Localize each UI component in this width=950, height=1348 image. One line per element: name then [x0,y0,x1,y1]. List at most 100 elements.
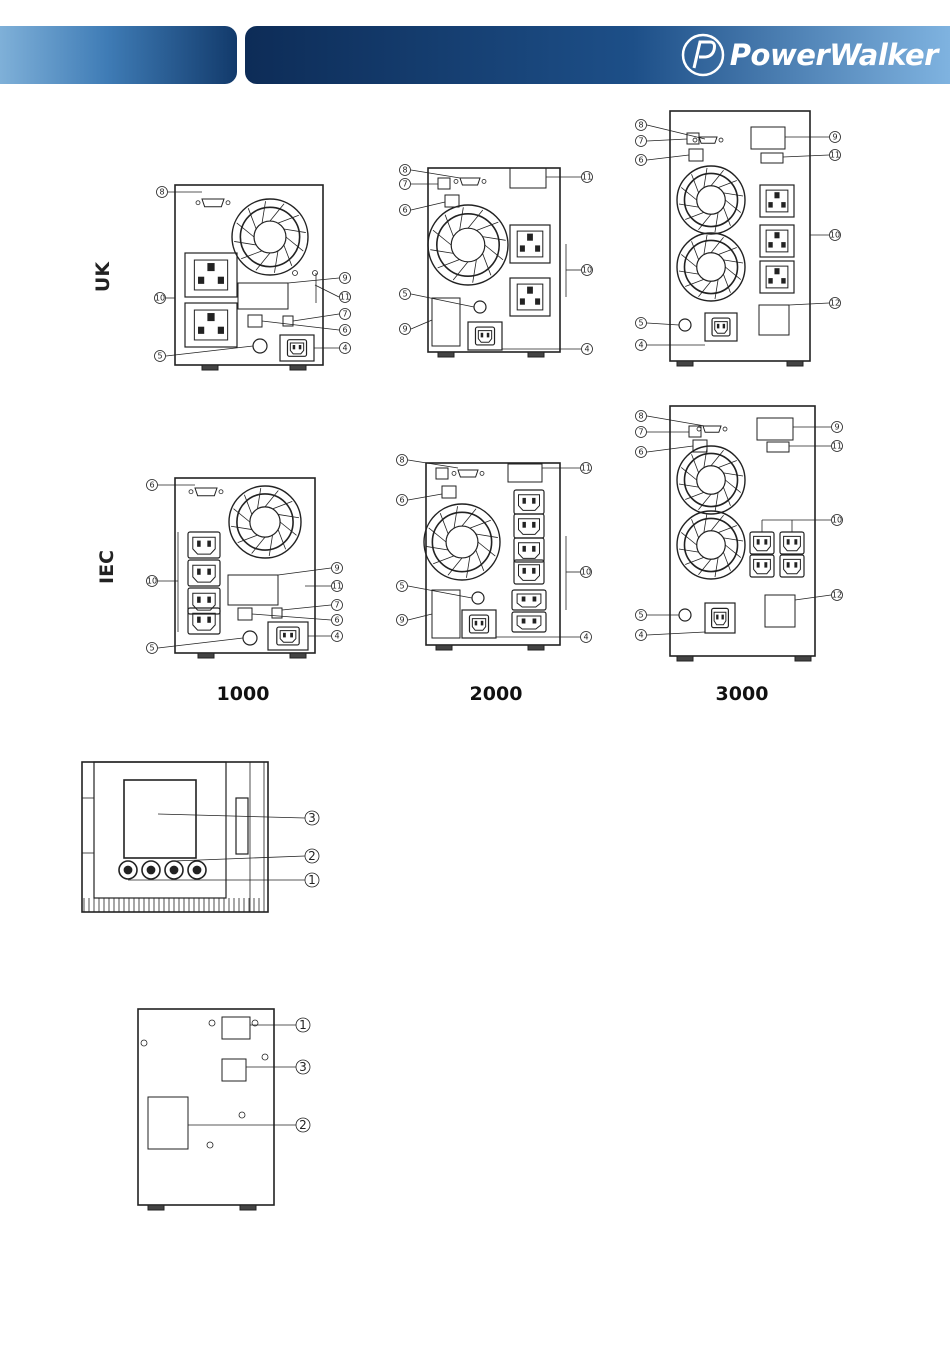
fan-blade [723,473,743,476]
callout-number: 2 [299,1118,307,1132]
callout-number: 7 [402,180,407,189]
iec-socket-face [519,495,540,511]
socket-pin [723,324,724,328]
fan-blade [265,490,278,506]
socket-pin [208,264,214,271]
network-port [689,149,703,161]
socket-pin [722,615,723,619]
foot [290,365,306,370]
diagram-uk-2000: 8765911104 [390,160,605,375]
socket-pin [481,333,483,337]
fan-blade [476,534,498,538]
fan-blade [270,204,284,221]
control-button-center [124,866,132,874]
socket-pin [533,597,536,601]
leader-line [789,303,829,305]
rs232-port [202,199,224,207]
socket-pin [523,498,525,503]
callout-number: 9 [342,274,347,283]
leader-line [783,155,829,157]
fan-blade [715,492,718,512]
socket-pin [293,346,295,349]
fan-ring [424,504,500,580]
control-button-center [170,866,178,874]
ups-rear-panel [175,185,323,365]
fan-blade [284,229,306,233]
fan-blade [711,450,724,465]
callout-number: 5 [399,582,404,591]
socket-pin [198,617,201,622]
leader-line [158,638,243,648]
fan-blade [711,170,724,185]
fan-blade [485,245,503,260]
fan-blade [681,187,696,200]
fan-blade [473,260,477,283]
foot [198,653,214,658]
iec-socket-face [280,631,296,643]
screw [693,138,697,142]
fan-blade [462,509,476,526]
fan-ring [677,233,745,301]
iec-socket-face [519,519,540,535]
callout-number: 9 [832,133,837,142]
screw [719,138,723,142]
fan-blade [278,514,299,517]
callout-number: 4 [342,344,347,353]
leader-line [252,614,331,620]
snmp-slot [751,127,785,149]
socket-pin [198,569,201,574]
callout-number: 4 [638,341,643,350]
screw [189,490,193,494]
socket-pin [769,243,772,247]
ac-inlet [705,313,737,341]
fan-ring-inner [684,173,737,226]
fan-blade [430,250,453,254]
diagram-front-panel: 321 [78,758,328,918]
iec-socket-face [519,565,540,581]
leader-line [411,320,432,329]
fan-blade [237,223,254,237]
socket-pin [782,279,785,283]
front-display-area [94,762,226,898]
front-bezel [82,762,268,912]
callout-number: 12 [830,299,840,308]
callout-number: 5 [638,319,643,328]
ac-inlet [280,335,314,361]
network-port [238,608,252,620]
callout-number: 7 [638,428,643,437]
socket-pin [769,279,772,283]
foot [787,361,803,366]
foot [528,352,544,357]
network-port [442,486,456,498]
socket-pin [775,269,779,274]
fan-blade [725,267,740,280]
callout-number: 5 [402,290,407,299]
callout-number: 4 [334,632,339,641]
fan-blade [711,515,724,530]
socket-pin [787,563,789,567]
callout-number: 10 [155,294,165,303]
socket-pin [523,546,525,551]
screw [454,179,458,183]
leader-line [293,314,339,321]
callout-number: 1 [299,1018,307,1032]
leader-line [647,416,705,426]
screw [697,427,701,431]
screw [207,1142,213,1148]
socket-pin [291,633,293,637]
socket-pin [208,541,211,546]
brand-name: PowerWalker [730,38,938,72]
socket-pin [533,619,536,623]
socket-pin [533,498,535,503]
socket-pin [765,540,767,544]
control-button-center [193,866,201,874]
socket-pin [717,615,718,619]
foot [436,645,452,650]
screw [482,179,486,183]
screw [141,1040,147,1046]
fan-ring-inner [684,240,737,293]
fan-blade [234,241,256,245]
fan-blade [252,537,265,553]
iec-socket-face [519,543,540,559]
battery-connector [759,305,789,335]
